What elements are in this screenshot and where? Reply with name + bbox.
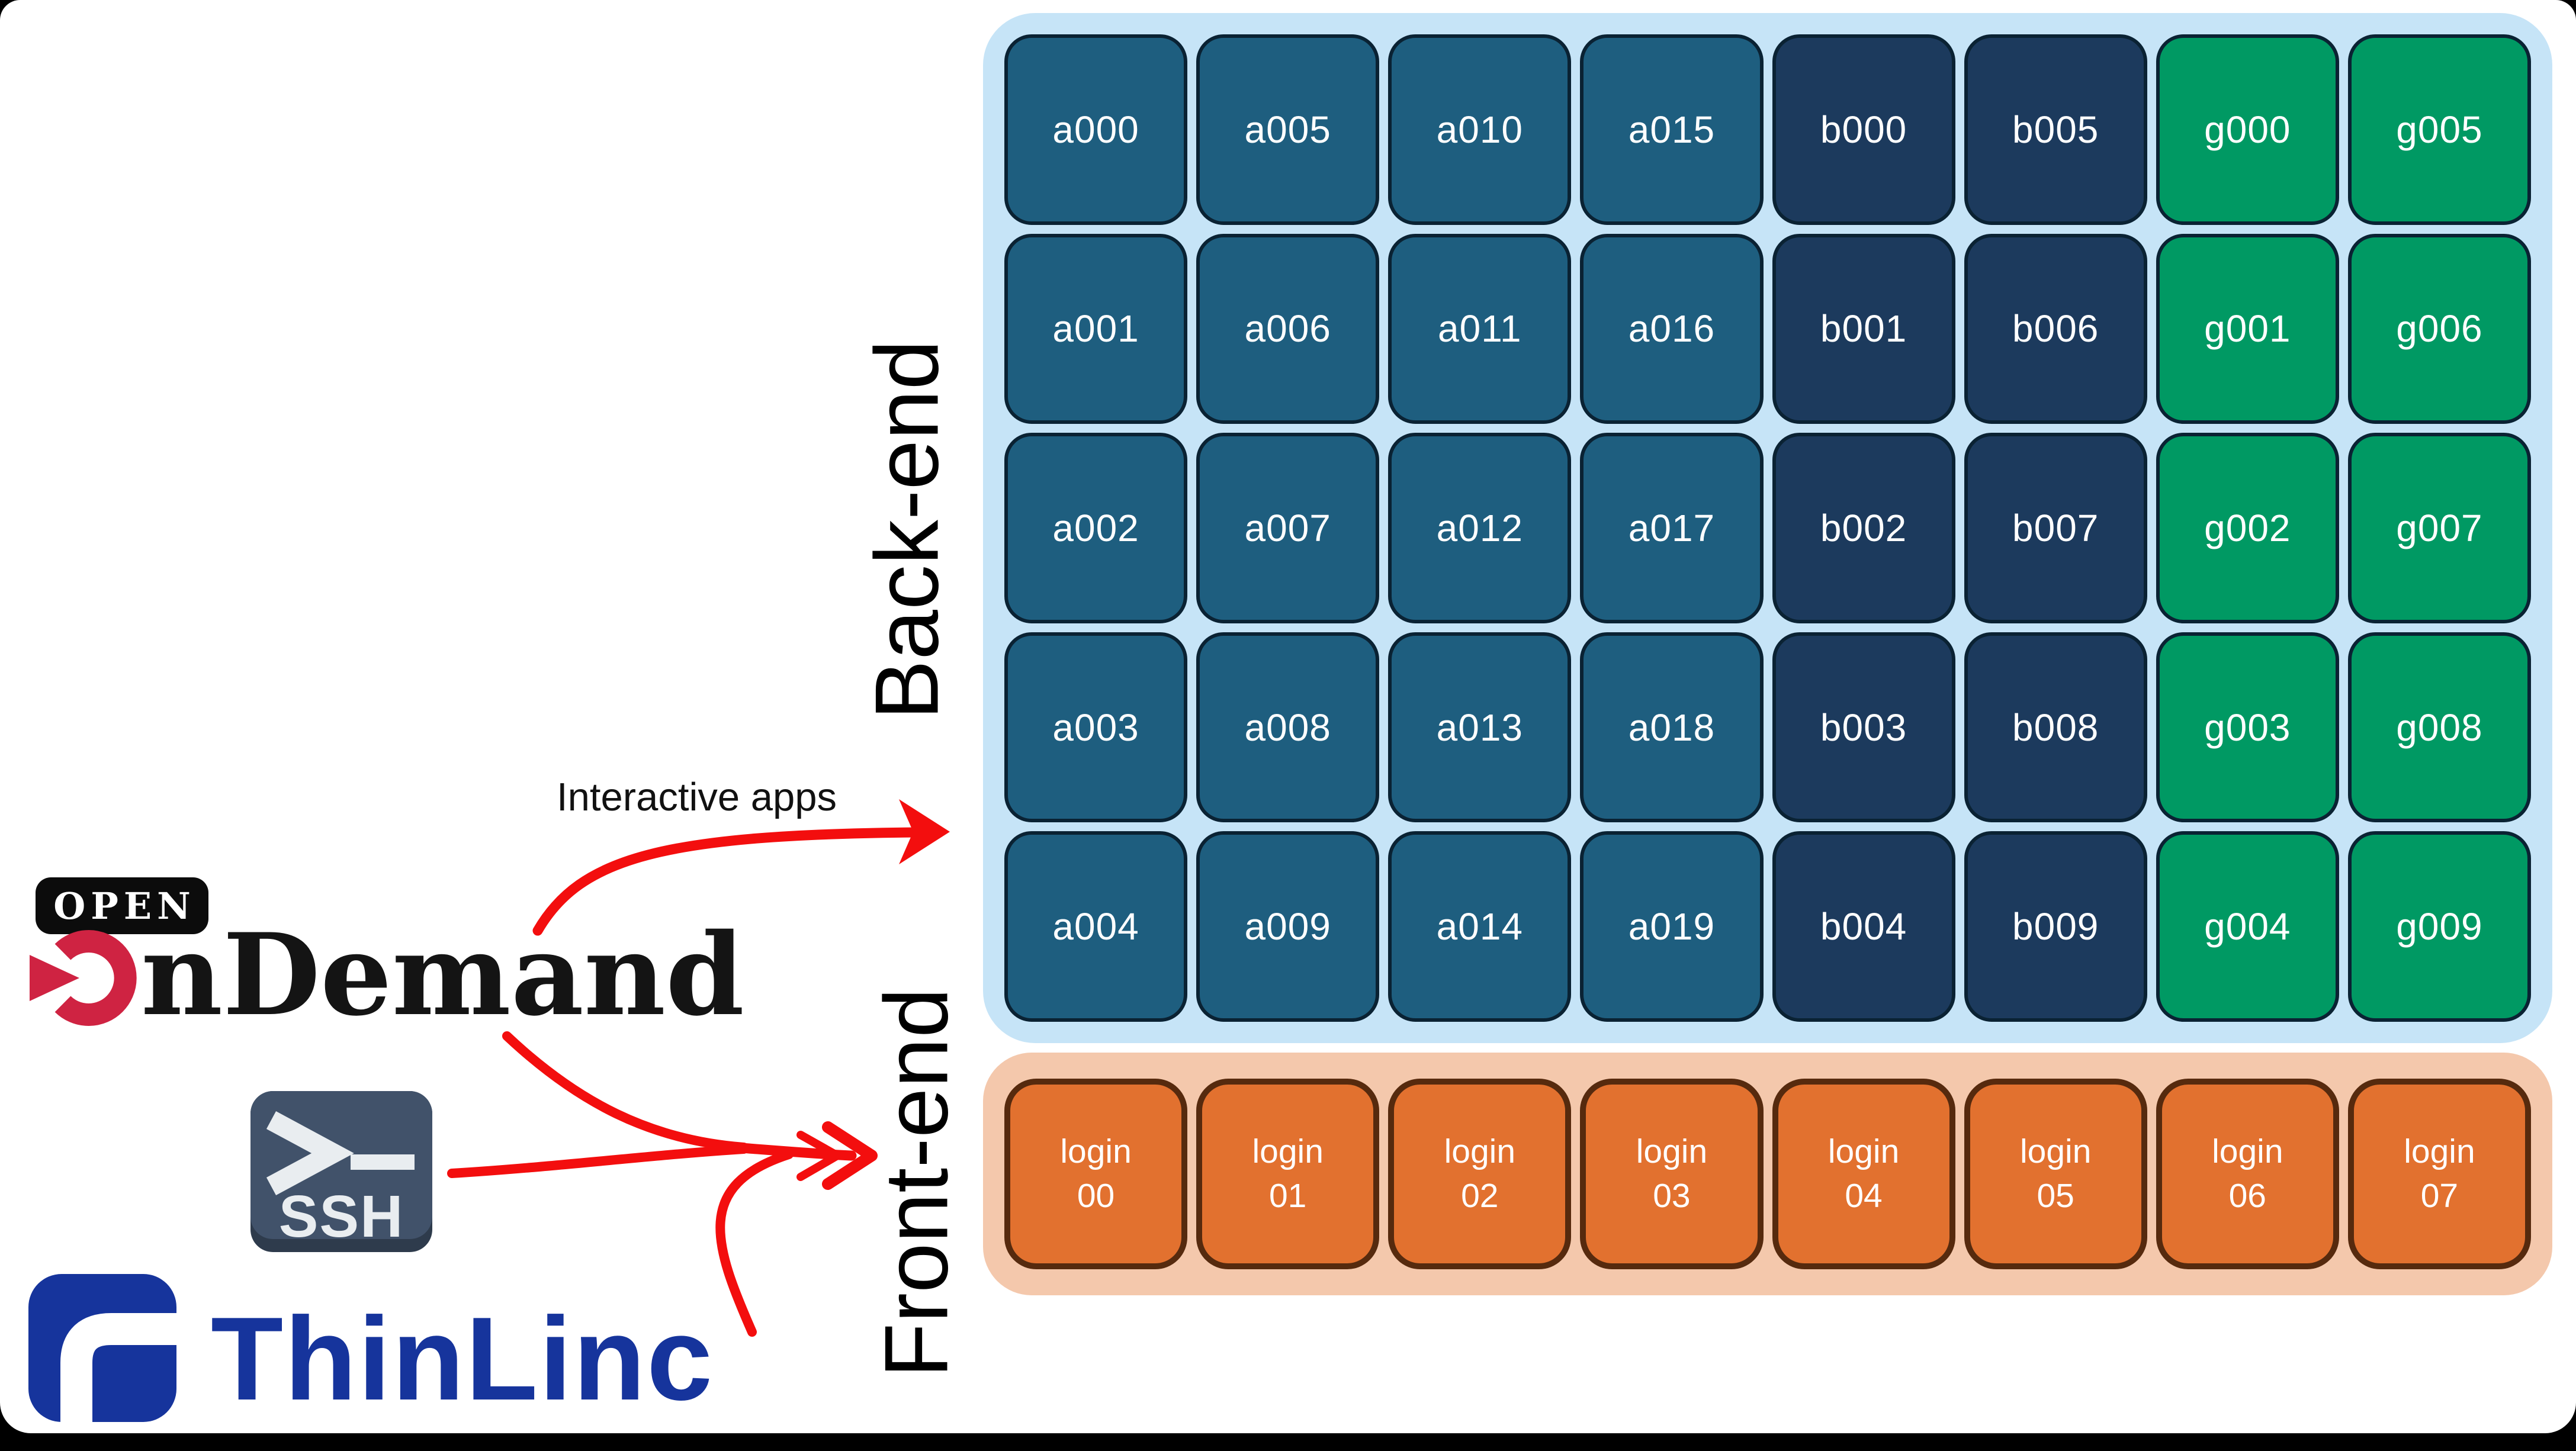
compute-node-g000: g000	[2156, 34, 2339, 225]
compute-node-g008: g008	[2347, 632, 2531, 823]
compute-node-a016: a016	[1580, 233, 1764, 424]
arrowhead-frontend-inner-icon	[796, 1131, 841, 1181]
interactive-apps-label: Interactive apps	[557, 775, 837, 819]
compute-node-g003: g003	[2156, 632, 2339, 823]
compute-node-g009: g009	[2347, 831, 2531, 1022]
compute-node-a019: a019	[1580, 831, 1764, 1022]
arrow-ssh-to-frontend	[447, 1144, 749, 1178]
compute-node-a010: a010	[1388, 34, 1572, 225]
compute-node-b001: b001	[1772, 233, 1955, 424]
compute-node-b004: b004	[1772, 831, 1955, 1022]
backend-label: Back-end	[856, 339, 958, 720]
compute-node-a011: a011	[1388, 233, 1572, 424]
compute-node-a013: a013	[1388, 632, 1572, 823]
compute-node-b000: b000	[1772, 34, 1955, 225]
compute-node-g004: g004	[2156, 831, 2339, 1022]
compute-node-g005: g005	[2347, 34, 2531, 225]
ssh-label: SSH	[278, 1183, 404, 1250]
ondemand-wordmark: nDemand	[141, 909, 744, 1041]
compute-node-a012: a012	[1388, 433, 1572, 623]
arrowhead-backend-icon	[899, 799, 950, 864]
compute-node-b005: b005	[1964, 34, 2147, 225]
compute-node-a001: a001	[1004, 233, 1188, 424]
arrow-ondemand-to-frontend	[502, 1031, 749, 1152]
compute-node-a003: a003	[1004, 632, 1188, 823]
compute-node-a005: a005	[1196, 34, 1380, 225]
compute-node-g006: g006	[2347, 233, 2531, 424]
compute-node-a014: a014	[1388, 831, 1572, 1022]
compute-node-g001: g001	[2156, 233, 2339, 424]
compute-node-a015: a015	[1580, 34, 1764, 225]
compute-node-b009: b009	[1964, 831, 2147, 1022]
arrow-thinlinc-to-frontend	[715, 1150, 794, 1337]
compute-node-g002: g002	[2156, 433, 2339, 623]
compute-node-a007: a007	[1196, 433, 1380, 623]
open-ondemand-badge: OPEN	[36, 877, 208, 934]
thinlinc-wordmark: ThinLinc	[211, 1293, 714, 1425]
compute-node-a002: a002	[1004, 433, 1188, 623]
open-badge-text: OPEN	[53, 884, 196, 928]
compute-node-a017: a017	[1580, 433, 1764, 623]
compute-node-a000: a000	[1004, 34, 1188, 225]
compute-node-a004: a004	[1004, 831, 1188, 1022]
compute-node-b003: b003	[1772, 632, 1955, 823]
compute-node-g007: g007	[2347, 433, 2531, 623]
frontend-label: Front-end	[866, 987, 967, 1378]
compute-node-b006: b006	[1964, 233, 2147, 424]
compute-node-a009: a009	[1196, 831, 1380, 1022]
compute-node-a018: a018	[1580, 632, 1764, 823]
compute-node-b002: b002	[1772, 433, 1955, 623]
arrow-merged-shaft	[736, 1143, 857, 1161]
compute-node-b007: b007	[1964, 433, 2147, 623]
compute-node-b008: b008	[1964, 632, 2147, 823]
compute-node-a006: a006	[1196, 233, 1380, 424]
compute-node-a008: a008	[1196, 632, 1380, 823]
